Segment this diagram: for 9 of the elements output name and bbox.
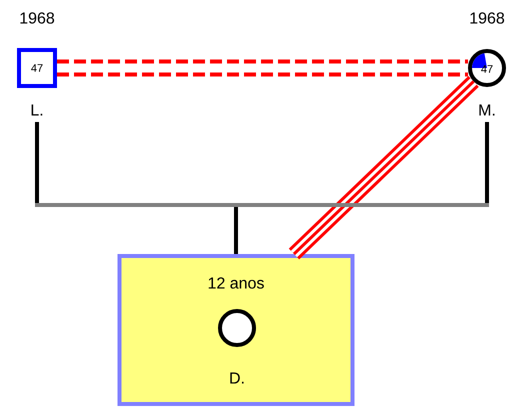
relationship-line [288, 76, 479, 260]
name-label: D. [230, 372, 244, 384]
circle-symbol [218, 309, 256, 347]
relationship-line [57, 60, 468, 76]
year-label: 1968 [470, 12, 504, 24]
year-label: 1968 [20, 12, 54, 24]
name-label: L. [32, 104, 42, 116]
name-label: M. [479, 104, 494, 116]
family-line [35, 120, 489, 256]
